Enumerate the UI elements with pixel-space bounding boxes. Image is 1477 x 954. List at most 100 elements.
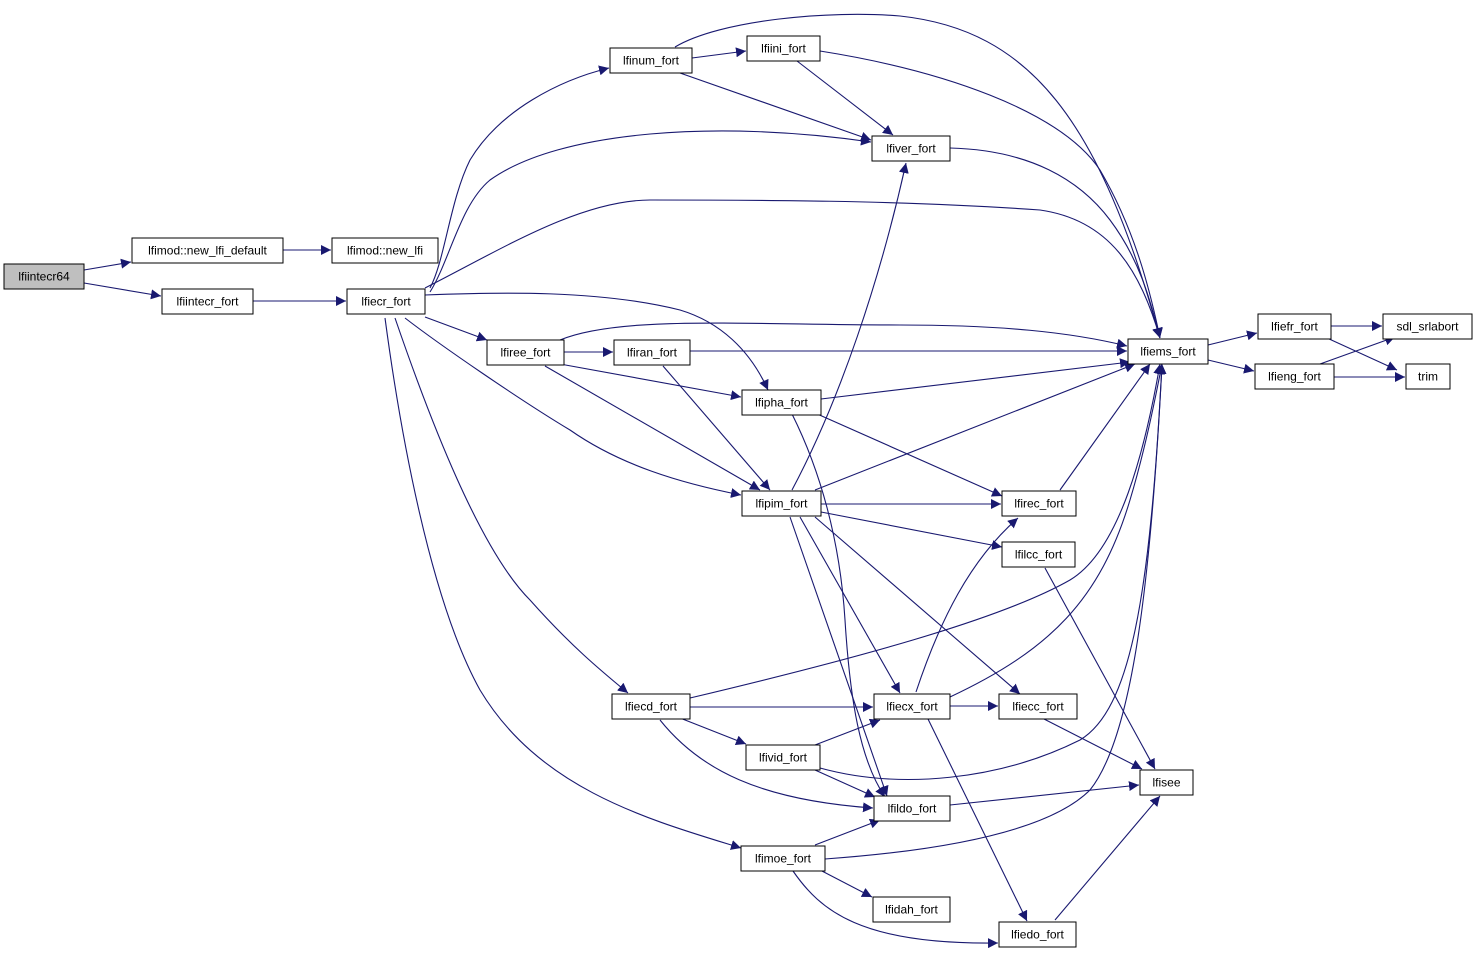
node-lfinum-fort[interactable]: lfinum_fort	[609, 47, 693, 74]
node-lfiecr-fort[interactable]: lfiecr_fort	[346, 288, 426, 315]
edge-lfiecr_fort-lfinum_fort	[429, 65, 610, 289]
svg-text:lfiran_fort: lfiran_fort	[627, 346, 678, 360]
node-trim[interactable]: trim	[1405, 363, 1451, 390]
edge-lfipha_fort-lfildo_fort	[791, 413, 886, 798]
edge-lfiecd_fort-lfiems_fort	[689, 363, 1164, 699]
edge-lfivid_fort-lfildo_fort	[814, 769, 876, 798]
node-lfiems-fort[interactable]: lfiems_fort	[1127, 338, 1209, 365]
node-new-lfi[interactable]: lfimod::new_lfi	[331, 237, 439, 264]
edge-lfiecr_fort-lfiecd_fort	[394, 317, 629, 694]
edge-lfipha_fort-lfirec_fort	[814, 412, 1003, 497]
edge-lfipim_fort-lfiems_fort	[814, 363, 1136, 491]
svg-text:lfiintecr_fort: lfiintecr_fort	[176, 295, 239, 309]
edge-lfiems_fort-lfieng_fort	[1207, 359, 1255, 374]
edge-lfiecr_fort-lfiree_fort	[424, 316, 488, 342]
node-lfiecx-fort[interactable]: lfiecx_fort	[873, 693, 951, 720]
edge-lfiefr_fort-trim	[1326, 337, 1398, 371]
edge-lfiecr_fort-lfiver_fort	[429, 130, 872, 293]
svg-text:lfivid_fort: lfivid_fort	[759, 751, 808, 765]
edge-lfiree_fort-lfipim_fort	[544, 365, 761, 491]
edge-lfinum_fort-lfiems_fort	[674, 13, 1163, 339]
edge-lfiecr_fort-lfiems_fort	[424, 199, 1162, 339]
svg-text:lfildo_fort: lfildo_fort	[888, 802, 937, 816]
edge-lfiini_fort-lfiems_fort	[819, 50, 1163, 339]
svg-text:lfiedo_fort: lfiedo_fort	[1011, 928, 1064, 942]
edge-lfiems_fort-lfiefr_fort	[1207, 330, 1258, 346]
edge-lfirec_fort-lfiems_fort	[1059, 363, 1151, 491]
node-lfidah-fort[interactable]: lfidah_fort	[872, 896, 951, 923]
edge-lfiecr_fort-lfipha_fort	[424, 292, 769, 391]
edge-lfiecd_fort-lfivid_fort	[679, 717, 747, 745]
edge-lfiecr_fort-lfipim_fort	[404, 317, 742, 498]
edge-lfipha_fort-lfiems_fort	[820, 358, 1131, 400]
node-lfiecd-fort[interactable]: lfiecd_fort	[611, 693, 691, 720]
edge-lfiran_fort-lfipim_fort	[662, 365, 771, 491]
node-new-lfi-default[interactable]: lfimod::new_lfi_default	[131, 237, 284, 264]
node-lfipim-fort[interactable]: lfipim_fort	[741, 490, 822, 517]
edge-lfinum_fort-lfiver_fort	[679, 72, 872, 142]
svg-text:lfilcc_fort: lfilcc_fort	[1015, 548, 1063, 562]
edge-lfiree_fort-lfiems_fort	[559, 322, 1128, 349]
svg-text:lfiini_fort: lfiini_fort	[761, 42, 806, 56]
node-lfieng-fort[interactable]: lfieng_fort	[1254, 363, 1335, 390]
edge-lfildo_fort-lfisee	[949, 781, 1140, 806]
svg-text:trim: trim	[1418, 370, 1438, 384]
edge-lfiver_fort-lfiems_fort	[949, 147, 1163, 339]
node-lfimoe-fort[interactable]: lfimoe_fort	[740, 845, 826, 872]
edge-lfiecr_fort-lfimoe_fort	[384, 317, 742, 850]
svg-text:lfisee: lfisee	[1152, 776, 1180, 790]
edges	[83, 13, 1405, 949]
edge-lfieng_fort-sdl_srlabort	[1319, 335, 1396, 365]
edge-lfipim_fort-lfiecc_fort	[814, 516, 1021, 695]
node-lfiini-fort[interactable]: lfiini_fort	[746, 35, 821, 62]
node-lfiintecr-fort[interactable]: lfiintecr_fort	[161, 288, 254, 315]
edge-lfiecx_fort-lfiems_fort	[949, 363, 1165, 698]
edge-lfimoe_fort-lfiems_fort	[824, 363, 1167, 860]
svg-text:lfiecd_fort: lfiecd_fort	[625, 700, 678, 714]
node-lfiedo-fort[interactable]: lfiedo_fort	[998, 921, 1077, 948]
edge-lfipim_fort-lfildo_fort	[789, 516, 889, 797]
edge-lfipim_fort-lfilcc_fort	[820, 511, 1003, 551]
edge-lfivid_fort-lfiecx_fort	[814, 718, 881, 746]
node-lfildo-fort[interactable]: lfildo_fort	[873, 795, 951, 822]
edge-lfipim_fort-lfiecx_fort	[799, 516, 901, 694]
svg-text:lfimod::new_lfi: lfimod::new_lfi	[347, 244, 423, 258]
edge-lfiini_fort-lfiver_fort	[796, 60, 894, 136]
node-lfiver-fort[interactable]: lfiver_fort	[871, 135, 951, 162]
node-lfiecc-fort[interactable]: lfiecc_fort	[998, 693, 1078, 720]
svg-text:lfipim_fort: lfipim_fort	[755, 497, 808, 511]
node-lfisee[interactable]: lfisee	[1139, 769, 1194, 796]
edge-lfimoe_fort-lfiedo_fort	[792, 870, 999, 949]
edge-lfiecd_fort-lfildo_fort	[659, 719, 874, 813]
svg-text:lfiefr_fort: lfiefr_fort	[1271, 320, 1318, 334]
node-lfivid-fort[interactable]: lfivid_fort	[745, 744, 821, 771]
svg-text:lfiree_fort: lfiree_fort	[500, 346, 551, 360]
node-lfipha-fort[interactable]: lfipha_fort	[741, 389, 822, 416]
svg-text:lfidah_fort: lfidah_fort	[885, 903, 938, 917]
edge-lfiecx_fort-lfirec_fort	[915, 517, 1019, 693]
node-lfiran-fort[interactable]: lfiran_fort	[613, 339, 691, 366]
edge-lfimoe_fort-lfidah_fort	[819, 869, 873, 898]
node-lfilcc-fort[interactable]: lfilcc_fort	[1001, 541, 1076, 568]
node-lfiree-fort[interactable]: lfiree_fort	[486, 339, 565, 366]
edge-lfivid_fort-lfiems_fort	[819, 363, 1167, 780]
svg-text:lfirec_fort: lfirec_fort	[1014, 497, 1064, 511]
edge-lfimoe_fort-lfildo_fort	[814, 818, 881, 846]
edge-lfiecx_fort-lfiedo_fort	[927, 718, 1028, 922]
svg-text:lfiecx_fort: lfiecx_fort	[886, 700, 938, 714]
edge-lfiintecr64-new_lfi_default	[83, 258, 132, 271]
svg-text:lfipha_fort: lfipha_fort	[755, 396, 808, 410]
svg-text:lfimod::new_lfi_default: lfimod::new_lfi_default	[148, 244, 267, 258]
svg-text:sdl_srlabort: sdl_srlabort	[1396, 320, 1459, 334]
edge-lfiintecr64-lfiintecr_fort	[83, 282, 162, 300]
svg-text:lfiems_fort: lfiems_fort	[1140, 345, 1196, 359]
svg-text:lfiver_fort: lfiver_fort	[886, 142, 936, 156]
svg-text:lfiecc_fort: lfiecc_fort	[1012, 700, 1064, 714]
node-sdl-srlabort[interactable]: sdl_srlabort	[1382, 313, 1473, 340]
node-lfiintecr64[interactable]: lfiintecr64	[3, 263, 85, 290]
node-lfirec-fort[interactable]: lfirec_fort	[1001, 490, 1077, 517]
svg-text:lfiintecr64: lfiintecr64	[18, 270, 70, 284]
nodes: lfiintecr64 lfimod::new_lfi_default lfim…	[3, 35, 1473, 948]
node-lfiefr-fort[interactable]: lfiefr_fort	[1257, 313, 1332, 340]
